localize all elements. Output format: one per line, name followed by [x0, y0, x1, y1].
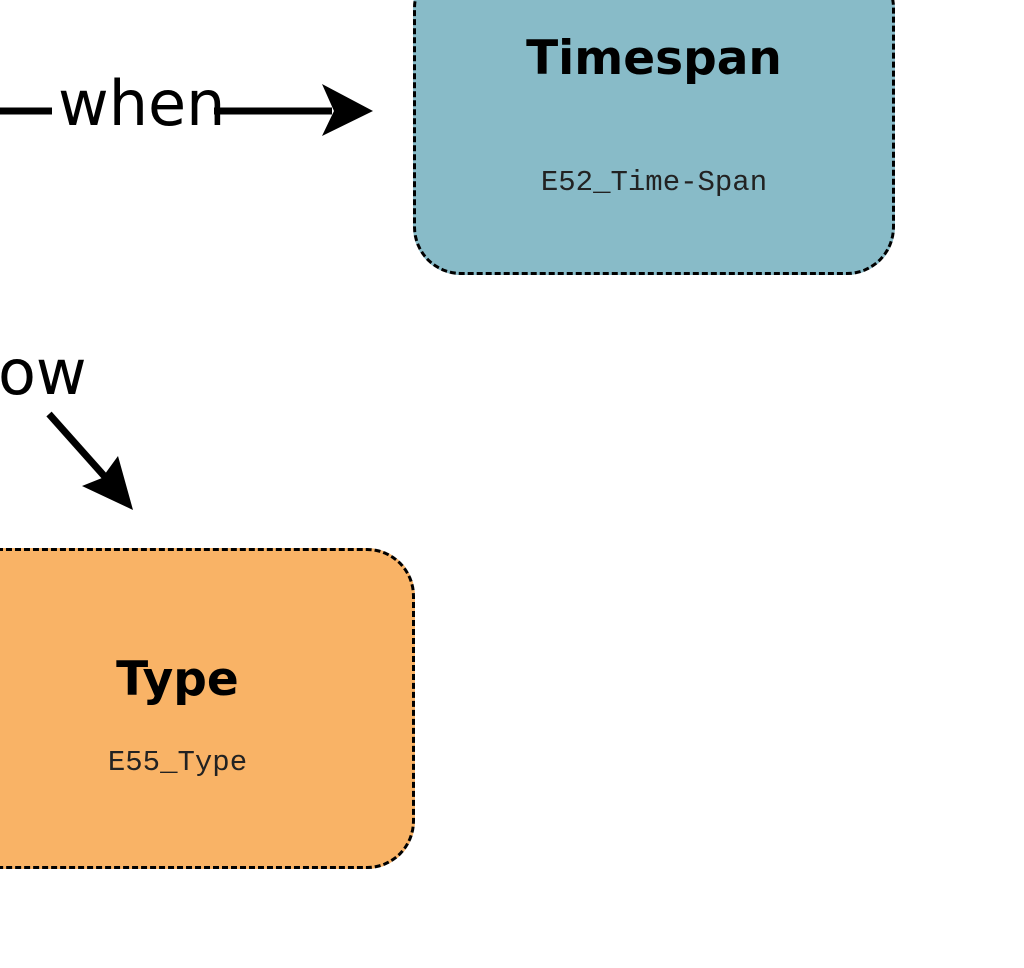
type-node-code: E55_Type: [107, 746, 248, 779]
when-edge-label: when: [58, 67, 226, 140]
how-edge-arrowhead: [82, 456, 133, 510]
when-edge-arrowhead: [322, 84, 373, 136]
type-node-title: Type: [116, 652, 239, 707]
type-node: Type E55_Type: [0, 548, 415, 869]
how-edge-line: [46, 411, 117, 490]
timespan-node-code: E52_Time-Span: [540, 166, 768, 199]
timespan-node-title: Timespan: [526, 31, 782, 86]
how-edge-label: ow: [0, 336, 87, 409]
timespan-node: Timespan E52_Time-Span: [413, 0, 895, 275]
